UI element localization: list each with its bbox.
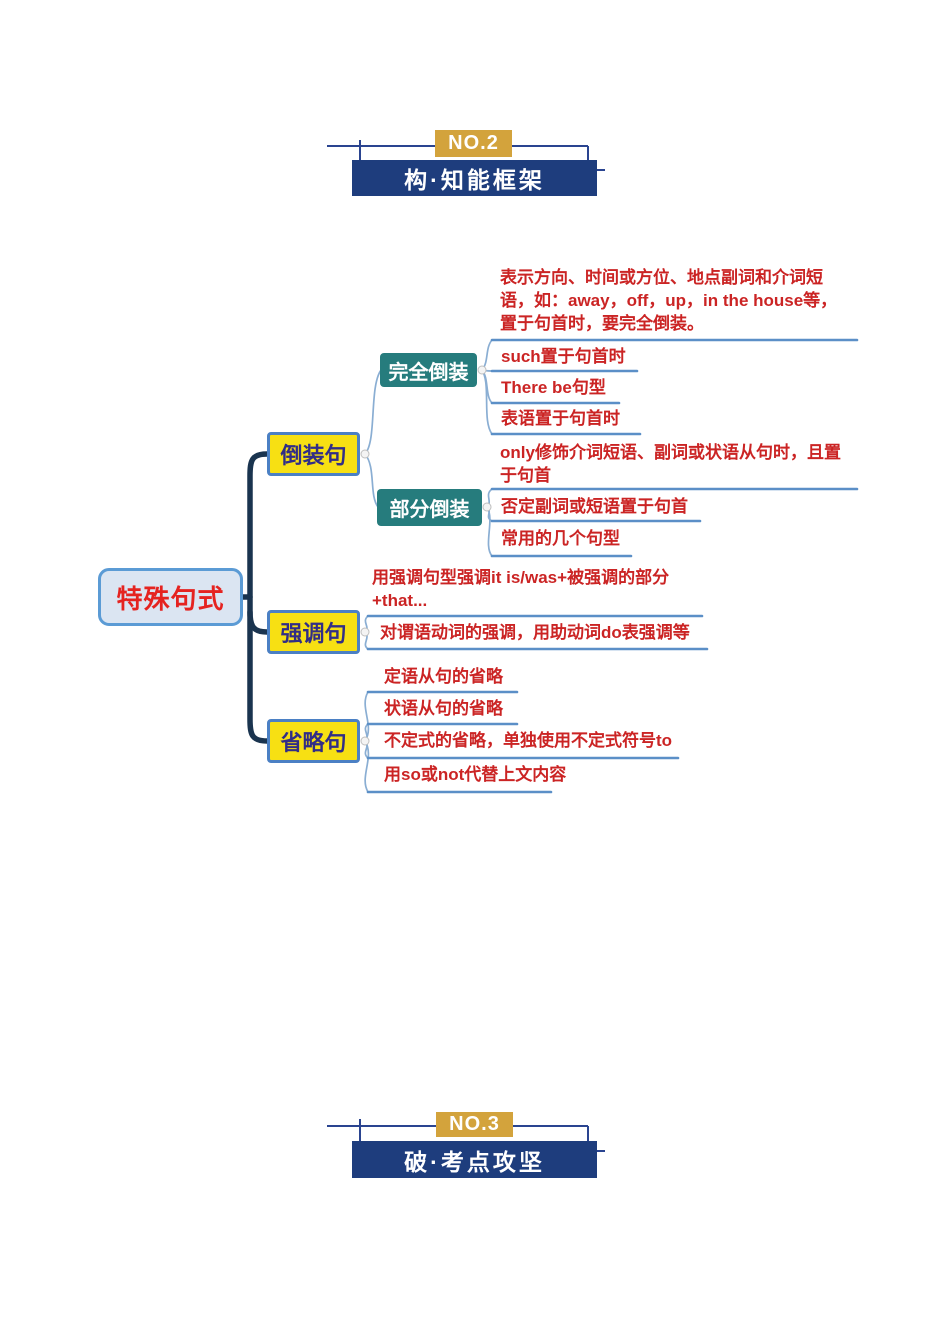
leaf-topic: 用强调句型强调it is/was+被强调的部分+that... <box>372 568 670 610</box>
leaf-topic: 状语从句的省略 <box>384 699 503 718</box>
leaf-topic: 不定式的省略，单独使用不定式符号to <box>384 731 673 750</box>
branch-emphasis: 强调句 <box>267 610 360 654</box>
branch-ellipsis: 省略句 <box>267 719 360 763</box>
collapse-handle-icon <box>360 736 370 746</box>
sub-branch-curves <box>364 339 493 793</box>
branch-inversion: 倒装句 <box>267 432 360 476</box>
collapse-handle-icon <box>360 627 370 637</box>
collapse-handle-icon <box>477 365 487 375</box>
leaf-topic: 常用的几个句型 <box>501 529 620 548</box>
subtopic-complete-inversion: 完全倒装 <box>380 353 477 387</box>
section-no3-title: 破·考点攻坚 <box>352 1141 597 1178</box>
root-node-special-sentences: 特殊句式 <box>98 568 243 626</box>
leaf-topic: 表示方向、时间或方位、地点副词和介词短语，如：away，off，up，in th… <box>500 268 838 333</box>
section-no3-badge: NO.3 <box>436 1112 513 1137</box>
section-no2-badge: NO.2 <box>435 130 512 157</box>
leaf-topic: 对谓语动词的强调，用助动词do表强调等 <box>380 623 690 642</box>
collapse-handle-icons <box>360 365 492 746</box>
leaf-topic: 定语从句的省略 <box>384 667 503 686</box>
leaf-topic: 否定副词或短语置于句首 <box>501 497 688 516</box>
leaf-topic: only修饰介词短语、副词或状语从句时，且置于句首 <box>500 443 841 485</box>
leaf-topic: There be句型 <box>501 378 606 397</box>
section-no2-title: 构·知能框架 <box>352 160 597 196</box>
main-trunk-lines <box>239 451 270 744</box>
subtopic-partial-inversion: 部分倒装 <box>377 489 482 526</box>
leaf-underlines <box>366 338 859 794</box>
leaf-topic: such置于句首时 <box>501 347 626 366</box>
leaf-topic: 用so或not代替上文内容 <box>384 765 567 784</box>
collapse-handle-icon <box>482 502 492 512</box>
leaf-topic: 表语置于句首时 <box>501 409 620 428</box>
collapse-handle-icon <box>360 449 370 459</box>
